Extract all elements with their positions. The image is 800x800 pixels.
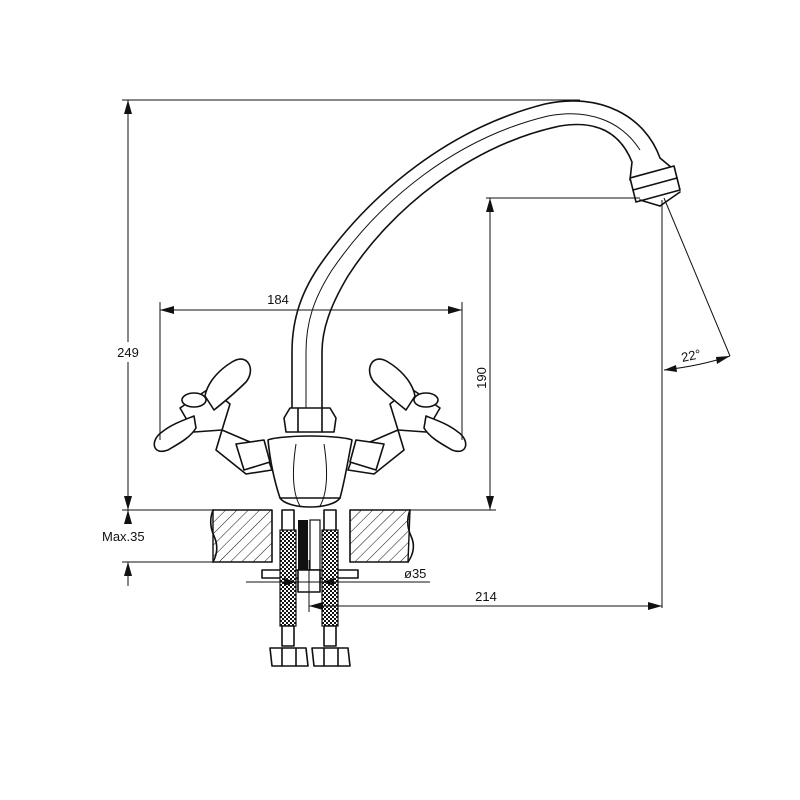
- supply-hoses: [269, 529, 351, 667]
- dimension-total-height: 249: [110, 99, 580, 511]
- dimension-angle: 22°: [661, 197, 731, 608]
- dimension-max-mount: Max.35: [102, 510, 214, 586]
- spout-reach-label: 214: [475, 589, 497, 604]
- max-mount-label: Max.35: [102, 529, 145, 544]
- spout-height-label: 190: [474, 367, 489, 389]
- left-handle: [153, 358, 273, 475]
- angle-label: 22°: [680, 346, 702, 365]
- faucet-body: [267, 435, 353, 508]
- dimension-handle-width: 184: [159, 292, 463, 440]
- aerator: [629, 165, 681, 207]
- dimension-spout-height: 190: [410, 197, 640, 511]
- spout: [283, 100, 681, 433]
- total-height-label: 249: [117, 345, 139, 360]
- handle-width-label: 184: [267, 292, 289, 307]
- dimension-hole-diameter: ø35: [246, 566, 430, 586]
- dimension-spout-reach: 214: [308, 560, 662, 612]
- right-handle: [347, 358, 467, 475]
- hole-diameter-label: ø35: [404, 566, 426, 581]
- spout-nut: [283, 407, 337, 433]
